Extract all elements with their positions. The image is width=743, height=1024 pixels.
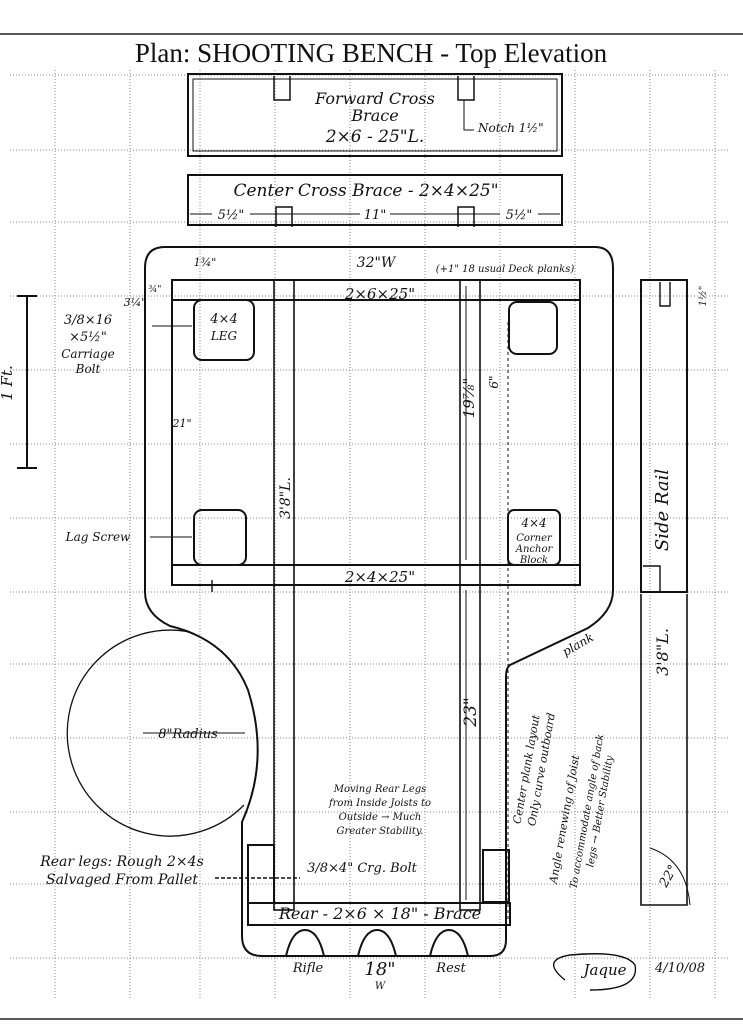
mask-b — [360, 206, 390, 222]
moving-line3: Outside → Much — [339, 812, 422, 823]
mask-a — [212, 206, 250, 222]
side-rail — [640, 279, 688, 906]
width-18-label: 18" — [364, 959, 395, 980]
moving-line1: Moving Rear Legs — [333, 784, 427, 795]
dim-3-4-b: ¾" — [149, 284, 162, 295]
signature: Jaque — [580, 961, 626, 979]
bench-top-outline — [144, 246, 614, 957]
leg-label-2: LEG — [210, 329, 238, 343]
rear-legs-line1: Rear legs: Rough 2×4s — [39, 854, 204, 870]
anchor-line2: Corner — [516, 533, 553, 544]
dim-6: 6" — [487, 375, 501, 388]
dim-21: 21" — [171, 417, 191, 430]
rest-label: Rest — [435, 961, 466, 976]
rail-length: 3'8"L. — [653, 628, 672, 676]
bolt-line1: 3/8×16 — [64, 313, 112, 328]
dim-23: 23" — [461, 697, 481, 727]
leg-label-1: 4×4 — [209, 312, 237, 327]
mask-c — [500, 206, 538, 222]
bolt-line2: ×5½" — [69, 330, 107, 345]
frame — [150, 279, 581, 911]
bolt-line3: Carriage — [61, 347, 115, 361]
forward-brace-line2: Brace — [350, 106, 398, 125]
anchor-line3: Anchor — [515, 544, 554, 555]
radius-circle — [66, 629, 245, 837]
dim-3-4-a: 3¼" — [124, 296, 147, 309]
rifle-label: Rifle — [292, 961, 324, 976]
date: 4/10/08 — [654, 961, 705, 976]
top-joist-label: 2×6×25" — [344, 285, 415, 303]
forward-brace-notch: Notch 1½" — [477, 121, 544, 135]
mid-joist-label: 2×4×25" — [344, 568, 415, 586]
center-brace-left: 5½" — [218, 208, 245, 223]
angle-arc — [649, 847, 691, 906]
moving-line4: Greater Stability. — [337, 826, 424, 837]
center-brace-right: 5½" — [506, 208, 533, 223]
joist-length: 3'8"L. — [278, 477, 294, 519]
radius-label: 8"Radius — [158, 727, 218, 742]
rear-legs-line2: Salvaged From Pallet — [46, 872, 198, 888]
rifle-rest-notches — [285, 928, 469, 957]
scale-label: 1 Ft. — [0, 365, 16, 401]
dim-1-3-4: 1¾" — [194, 256, 217, 269]
rear-assembly — [215, 844, 511, 926]
bolt-line4: Bolt — [75, 362, 101, 376]
rear-brace-label: Rear - 2×6 × 18" - Brace — [278, 904, 481, 923]
width-w-label: W — [375, 981, 386, 992]
center-brace-label: Center Cross Brace - 2×4×25" — [233, 181, 498, 201]
anchor-line4: Block — [519, 555, 548, 566]
anchor-line1: 4×4 — [520, 516, 546, 530]
deck-note: (+1" 18 usual Deck planks) — [436, 264, 575, 275]
side-rail-label: Side Rail — [652, 469, 673, 551]
forward-cross-brace — [187, 73, 563, 157]
width-note: 32"W — [357, 255, 397, 271]
side-rail-dim: 1½" — [698, 286, 709, 307]
grid — [10, 70, 730, 1000]
moving-line2: from Inside Joists to — [328, 798, 431, 809]
center-brace-mid: 11" — [364, 208, 387, 223]
lag-screw-label: Lag Screw — [65, 530, 131, 544]
forward-brace-line1: Forward Cross — [314, 89, 435, 108]
scale-bar — [17, 295, 37, 469]
dim-19: 19⅞" — [460, 378, 478, 419]
forward-brace-line3: 2×6 - 25"L. — [325, 127, 425, 147]
crg-bolt-label: 3/8×4" Crg. Bolt — [307, 861, 417, 876]
signature-loop — [553, 953, 637, 991]
page-title: Plan: SHOOTING BENCH - Top Elevation — [135, 38, 608, 68]
